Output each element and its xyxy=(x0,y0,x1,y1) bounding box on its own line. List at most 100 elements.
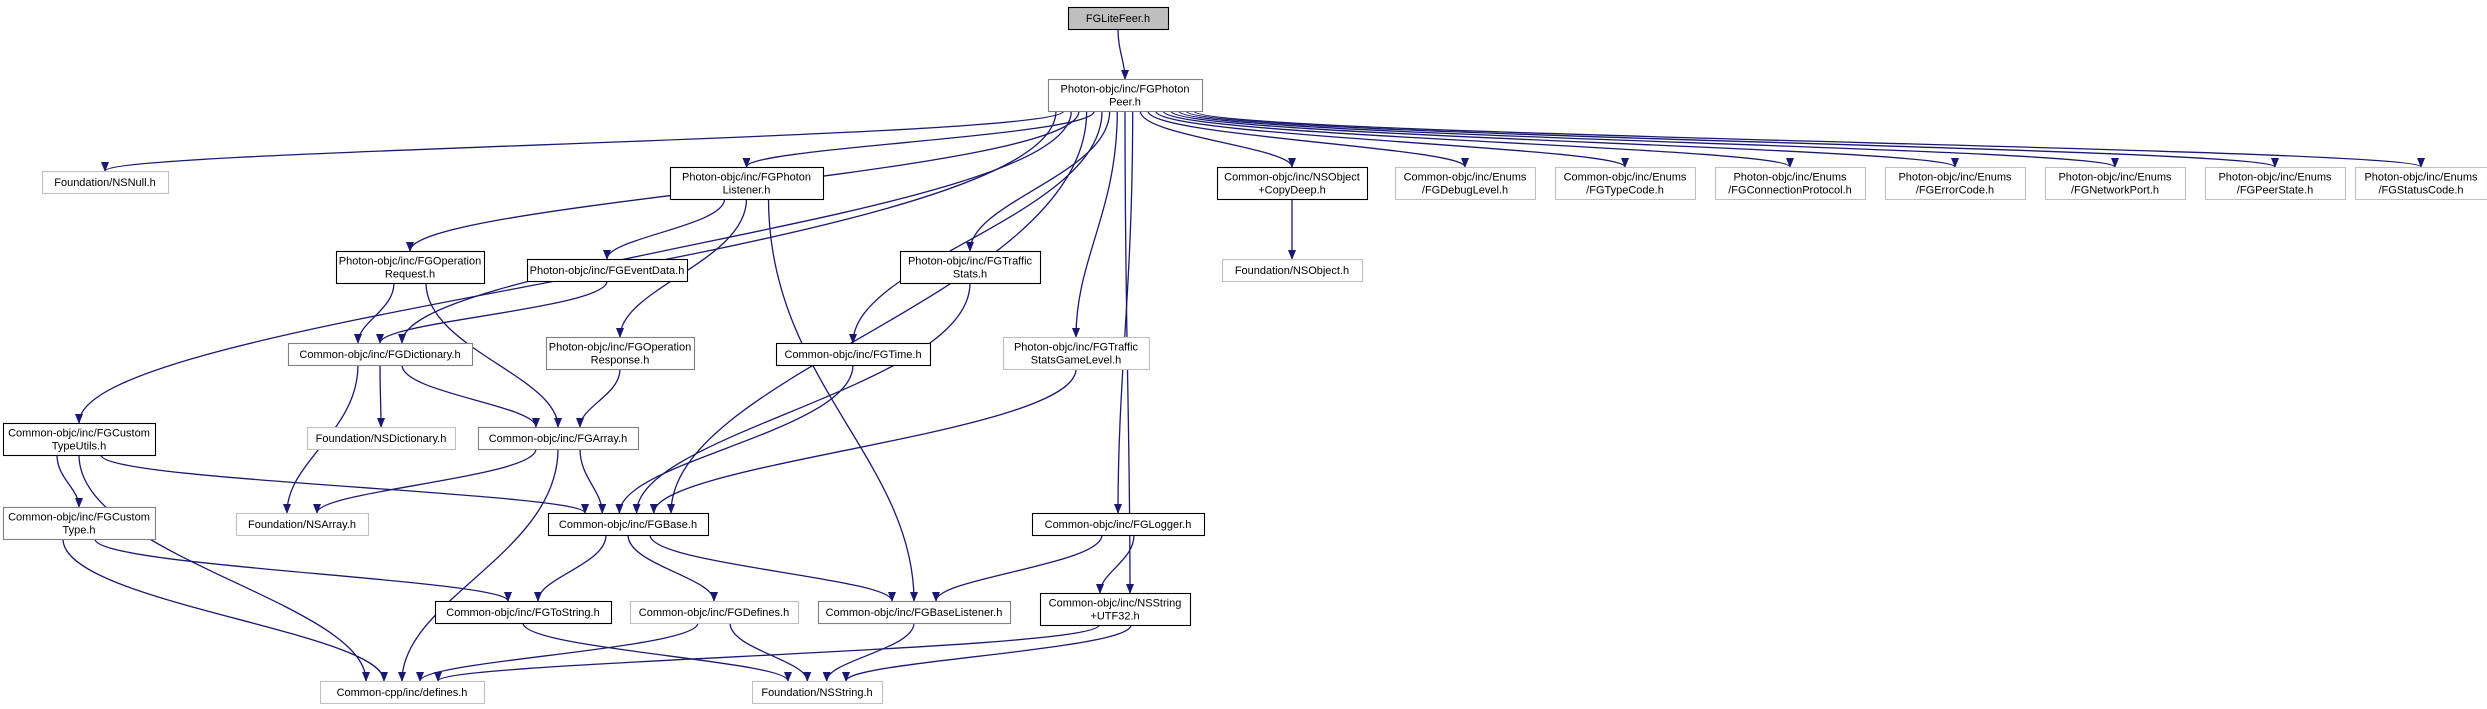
node-peer-state[interactable]: Photon-objc/inc/Enums/FGPeerState.h xyxy=(2204,166,2347,201)
node-box xyxy=(547,512,710,537)
node-label: Foundation/NSArray.h xyxy=(248,519,356,531)
edge-line xyxy=(729,622,812,682)
edge-line xyxy=(101,110,1065,172)
edge-line xyxy=(1185,110,2279,168)
node-label: FGLiteFeer.h xyxy=(1086,13,1150,25)
node-root[interactable]: FGLiteFeer.h xyxy=(1067,6,1170,31)
edge-base-to-to_string xyxy=(534,534,607,602)
edge-line xyxy=(398,110,1072,344)
edge-defines-to-ns_string xyxy=(729,622,812,682)
edge-line xyxy=(603,198,726,260)
node-error-code[interactable]: Photon-objc/inc/Enums/FGErrorCode.h xyxy=(1884,166,2027,201)
node-label: Common-objc/inc/NSObject xyxy=(1224,172,1360,184)
node-box xyxy=(817,600,1012,625)
edge-line xyxy=(1139,110,1296,168)
edge-listener-to-event_data xyxy=(603,198,726,260)
edge-line xyxy=(649,368,1077,514)
edge-line xyxy=(100,454,589,514)
node-base[interactable]: Common-objc/inc/FGBase.h xyxy=(547,512,710,537)
edge-line xyxy=(615,364,854,514)
edge-line xyxy=(416,622,699,682)
node-traffic-game[interactable]: Photon-objc/inc/FGTrafficStatsGameLevel.… xyxy=(1002,336,1151,371)
node-label: Photon-objc/inc/FGEventData.h xyxy=(530,265,685,277)
node-label: Photon-objc/inc/Enums xyxy=(1898,172,2012,184)
node-cpp-defines[interactable]: Common-cpp/inc/defines.h xyxy=(319,680,486,705)
node-logger[interactable]: Common-objc/inc/FGLogger.h xyxy=(1031,512,1206,537)
edge-peer-to-nsnull xyxy=(101,110,1065,172)
node-ns-string[interactable]: Foundation/NSString.h xyxy=(751,680,884,705)
edge-line xyxy=(1114,110,1134,514)
node-time[interactable]: Common-objc/inc/FGTime.h xyxy=(775,342,932,367)
node-box xyxy=(2044,166,2187,201)
node-ns-object[interactable]: Foundation/NSObject.h xyxy=(1221,258,1364,283)
node-dictionary[interactable]: Common-objc/inc/FGDictionary.h xyxy=(287,342,474,367)
node-conn-protocol[interactable]: Photon-objc/inc/Enums/FGConnectionProtoc… xyxy=(1714,166,1867,201)
node-box xyxy=(2204,166,2347,201)
edge-op_response-to-array xyxy=(576,368,621,428)
edge-peer-to-debug_level xyxy=(1147,110,1469,168)
node-label: +CopyDeep.h xyxy=(1258,185,1326,197)
node-box xyxy=(545,336,696,371)
edge-op_request-to-array xyxy=(425,282,562,428)
node-label: Photon-objc/inc/Enums xyxy=(2058,172,2172,184)
edge-line xyxy=(376,280,608,344)
node-box xyxy=(235,512,370,537)
node-label: Foundation/NSNull.h xyxy=(54,177,156,189)
node-copydeep[interactable]: Common-objc/inc/NSObject+CopyDeep.h xyxy=(1216,166,1369,201)
node-ns-dictionary[interactable]: Foundation/NSDictionary.h xyxy=(306,426,457,451)
node-box xyxy=(669,166,825,201)
node-debug-level[interactable]: Common-objc/inc/Enums/FGDebugLevel.h xyxy=(1394,166,1537,201)
edge-line xyxy=(354,282,395,344)
node-status-code[interactable]: Photon-objc/inc/Enums/FGStatusCode.h xyxy=(2354,166,2487,201)
edge-line xyxy=(522,622,792,682)
edge-dictionary-to-ns_dictionary xyxy=(376,364,385,428)
edge-line xyxy=(1117,28,1129,80)
node-label: Request.h xyxy=(385,269,435,281)
node-nsstring-utf32[interactable]: Common-objc/inc/NSString+UTF32.h xyxy=(1039,592,1192,627)
node-box xyxy=(526,258,689,283)
node-array[interactable]: Common-objc/inc/FGArray.h xyxy=(477,426,640,451)
node-nsnull[interactable]: Foundation/NSNull.h xyxy=(41,170,170,195)
node-box xyxy=(1221,258,1364,283)
node-label: Response.h xyxy=(591,355,650,367)
edge-peer-to-copydeep xyxy=(1139,110,1296,168)
edge-line xyxy=(1096,534,1135,594)
node-box xyxy=(1216,166,1369,201)
node-network-port[interactable]: Photon-objc/inc/Enums/FGNetworkPort.h xyxy=(2044,166,2187,201)
node-type-code[interactable]: Common-objc/inc/Enums/FGTypeCode.h xyxy=(1554,166,1697,201)
edge-line xyxy=(627,534,718,602)
node-event-data[interactable]: Photon-objc/inc/FGEventData.h xyxy=(526,258,689,283)
node-box xyxy=(2354,166,2487,201)
edge-base_listener-to-ns_string xyxy=(822,622,915,682)
node-label: Peer.h xyxy=(1109,97,1141,109)
node-ns-array[interactable]: Foundation/NSArray.h xyxy=(235,512,370,537)
edge-line xyxy=(842,624,1132,682)
edge-peer-to-network_port xyxy=(1178,110,2119,168)
edge-array-to-base xyxy=(579,448,607,514)
node-to-string[interactable]: Common-objc/inc/FGToString.h xyxy=(434,600,613,625)
edge-line xyxy=(966,110,1111,252)
edge-logger-to-base_listener xyxy=(932,534,1103,602)
node-box xyxy=(1047,78,1204,113)
node-label: Photon-objc/inc/FGTraffic xyxy=(908,256,1033,268)
node-defines[interactable]: Common-objc/inc/FGDefines.h xyxy=(629,600,800,625)
edge-dictionary-to-array xyxy=(401,364,540,428)
edge-peer-to-logger xyxy=(1114,110,1134,514)
edge-traffic_game-to-base xyxy=(649,368,1077,514)
node-box xyxy=(1067,6,1170,31)
edge-nsstring_utf32-to-cpp_defines xyxy=(434,624,1100,682)
node-box xyxy=(899,250,1042,285)
edge-line xyxy=(579,448,607,514)
node-box xyxy=(629,600,800,625)
node-base-listener[interactable]: Common-objc/inc/FGBaseListener.h xyxy=(817,600,1012,625)
edge-to_string-to-ns_string xyxy=(522,622,792,682)
edge-peer-to-traffic_game xyxy=(1072,110,1118,338)
